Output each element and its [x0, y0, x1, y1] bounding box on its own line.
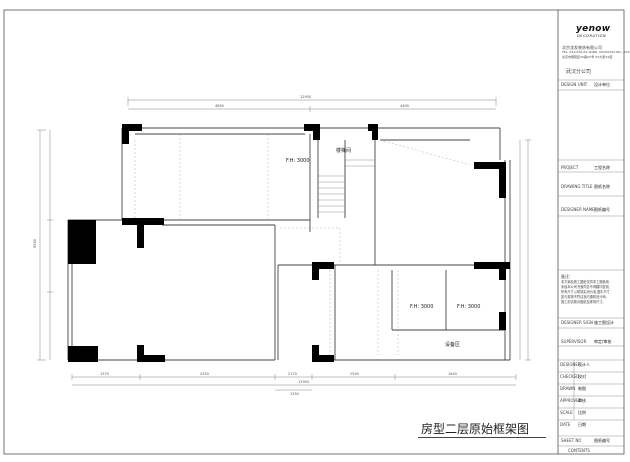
title-block: yenow DECORATION 北京龙发装饰有限公司 TEL: XXX-XXX…	[558, 10, 630, 458]
dim-bottom-seg-5: 1640	[448, 372, 457, 376]
sig-label-approved: APPROVED	[560, 398, 582, 403]
left-dimensions	[37, 129, 53, 361]
notes-title: 备注:	[561, 274, 571, 279]
dim-top-left: 4890	[215, 104, 224, 108]
sig-value-approved: 审核	[578, 398, 586, 403]
top-dimensions	[127, 97, 497, 112]
company-contact: TEL: XXX-XXX-XX ADDR: XXXXXXXX RD., XXX	[562, 50, 630, 54]
sig-value-supervisor: 审定/审核	[594, 339, 612, 344]
company-name: 北京龙发装饰有限公司	[562, 45, 602, 50]
stair-treads	[318, 159, 375, 213]
field-value-project: 工程名称	[594, 165, 610, 170]
field-value-design-unit: 设计单位	[594, 82, 610, 87]
title-block-rules	[558, 79, 624, 447]
field-label-designer-name: DESIGNER NAME	[561, 207, 595, 212]
sig-value-checked: 校对	[578, 374, 586, 379]
note-line-2: 未经本公司书面同意不得翻印复制,	[561, 285, 610, 289]
sig-label-designer: DESIGNER	[560, 362, 581, 367]
sig-label-scale: SCALE	[560, 410, 573, 415]
dashed-lines	[134, 134, 471, 355]
field-value-drawing-title: 图纸名称	[594, 184, 610, 189]
field-value-designer-name: 图纸编号	[594, 207, 610, 212]
sig-label-checked: CHECKED	[560, 374, 580, 379]
dim-bottom-seg-4: 2540	[350, 372, 359, 376]
sig-value-designer: 设计人	[578, 362, 590, 367]
room-label-stair: 楼梯间	[336, 147, 351, 154]
dim-bottom-seg-2: 4350	[200, 372, 209, 376]
branch-name: 武汉分公司	[566, 69, 592, 75]
field-label-project: PROJECT	[561, 165, 579, 170]
company-address: 北京市朝阳区XX路XX号 XX大厦XX层	[562, 55, 613, 59]
note-line-5: 施工前请核对图纸及现场尺寸。	[561, 300, 606, 304]
sheet-no-value: 图纸编号	[594, 438, 610, 443]
right-dimensions	[519, 139, 531, 361]
dim-bottom-sub: 1350	[290, 392, 299, 396]
ceiling-height-label-1: F.H: 3000	[286, 158, 309, 164]
sig-label-date: DATE	[560, 422, 571, 427]
drawing-title: 房型二层原始框架图	[421, 422, 530, 436]
note-line-3: 所有尺寸以现场实测为准,图中尺寸	[561, 290, 610, 294]
dim-top-total: 12950	[300, 95, 311, 99]
sig-value-drawn: 制图	[578, 386, 586, 391]
field-label-drawing-title: DRAWING TITLE	[561, 184, 593, 189]
drawing-title-underline	[418, 437, 546, 438]
sig-value-scale: 比例	[578, 410, 586, 415]
room-label-equipment: 设备区	[445, 341, 460, 348]
note-line-1: 本方案及施工图纸仅供本工程使用,	[561, 280, 610, 284]
sig-value-date: 日期	[578, 422, 586, 427]
dim-left-total: 9580	[33, 239, 37, 248]
ceiling-height-label-3: F.H: 3000	[457, 304, 480, 310]
structural-columns	[68, 124, 510, 362]
note-line-4: 如与现场不符请及时通知设计师。	[561, 295, 609, 299]
sheet-no-label: SHEET NO	[561, 438, 582, 443]
company-logo: yenow	[576, 24, 611, 34]
sig-value-designer-sign: 施工图设计	[594, 320, 614, 325]
dim-top-right: 4490	[400, 104, 409, 108]
drawing-border	[3, 9, 625, 455]
bottom-dimensions	[71, 374, 517, 391]
sig-label-supervisor: SUPERVISOR	[561, 339, 587, 344]
ceiling-height-label-2: F.H: 3000	[410, 304, 433, 310]
sig-label-drawn: DRAWN	[560, 386, 576, 391]
dim-bottom-seg-1: 1370	[100, 372, 109, 376]
company-logo-subtitle: DECORATION	[577, 34, 607, 38]
title-block-footer: CONTENTS	[568, 448, 590, 453]
dim-bottom-total: 12950	[298, 380, 309, 384]
dim-bottom-seg-3: 2170	[288, 372, 297, 376]
field-label-design-unit: DESIGN UNIT	[561, 82, 588, 87]
sig-label-designer-sign: DESIGNER SIGN	[561, 320, 593, 325]
